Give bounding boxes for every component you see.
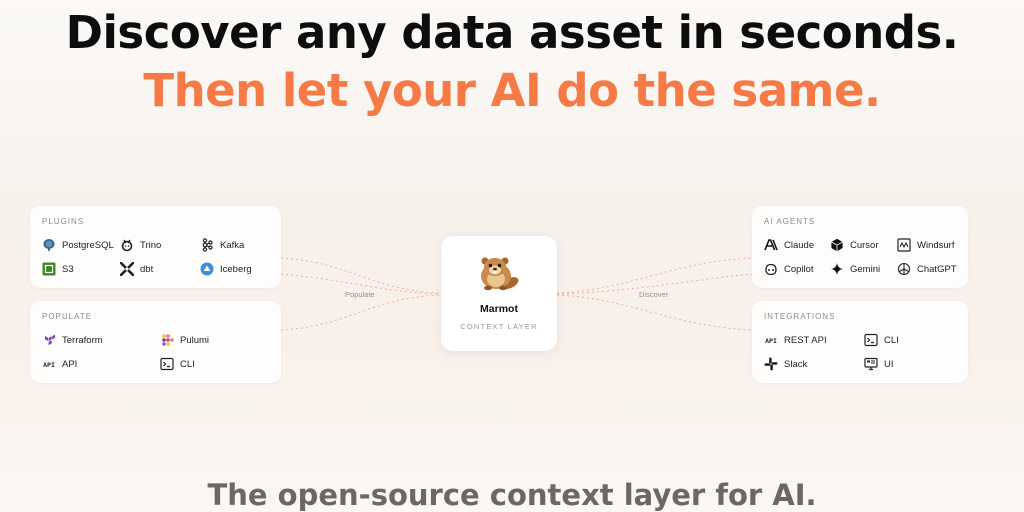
trino-icon [120,238,134,252]
terraform-icon [42,333,56,347]
populate-item-pulumi[interactable]: Pulumi [160,333,209,347]
slack-icon [764,357,778,371]
svg-text:API: API [43,361,55,369]
svg-text:API: API [765,337,777,345]
plugin-item-dbt[interactable]: dbt [120,262,153,276]
integration-item-slack[interactable]: Slack [764,357,807,371]
plugins-card: PLUGINS PostgreSQL Trino Kafka S3 dbt Ic… [30,206,281,288]
postgresql-icon [42,238,56,252]
api-icon: API [42,357,56,371]
plugin-item-trino[interactable]: Trino [120,238,161,252]
integration-label: Slack [784,358,808,370]
plugin-label: Iceberg [220,263,252,275]
populate-card-title: POPULATE [42,312,93,321]
marmot-logo-icon [476,252,522,292]
ai-agents-card-title: AI AGENTS [764,217,816,226]
ai-agents-card: AI AGENTS Claude Cursor Windsurf Copilot… [752,206,968,288]
populate-label: Terraform [62,334,103,346]
populate-label: CLI [180,358,195,370]
integration-item-ui[interactable]: UI [864,357,894,371]
integration-item-rest-api[interactable]: API REST API [764,333,827,347]
integration-label: CLI [884,334,899,346]
populate-item-cli[interactable]: CLI [160,357,195,371]
plugin-label: dbt [140,263,154,275]
chatgpt-icon [897,262,911,276]
agent-label: Windsurf [917,239,955,251]
headline-primary: Discover any data asset in seconds. [65,6,959,59]
plugin-item-s3[interactable]: S3 [42,262,74,276]
dbt-icon [120,262,134,276]
plugin-label: S3 [62,263,74,275]
integration-label: UI [884,358,894,370]
center-subtitle: CONTEXT LAYER [460,322,538,331]
agent-label: Cursor [850,239,879,251]
agent-item-windsurf[interactable]: Windsurf [897,238,954,252]
integration-item-cli[interactable]: CLI [864,333,899,347]
api-icon: API [764,333,778,347]
populate-item-api[interactable]: API API [42,357,77,371]
plugin-label: Kafka [220,239,245,251]
gemini-icon [830,262,844,276]
claude-icon [764,238,778,252]
agent-label: Gemini [850,263,881,275]
s3-icon [42,262,56,276]
agent-item-claude[interactable]: Claude [764,238,814,252]
agent-item-copilot[interactable]: Copilot [764,262,814,276]
terminal-icon [160,357,174,371]
plugin-item-kafka[interactable]: Kafka [200,238,244,252]
tagline: The open-source context layer for AI. [207,478,817,512]
marmot-context-card[interactable]: Marmot CONTEXT LAYER [441,236,557,351]
populate-label: Pulumi [180,334,210,346]
monitor-icon [864,357,878,371]
agent-item-gemini[interactable]: Gemini [830,262,880,276]
center-title: Marmot [480,303,518,315]
pulumi-icon [160,333,174,347]
terminal-icon [864,333,878,347]
populate-card: POPULATE Terraform Pulumi API API CLI [30,301,281,383]
agent-label: Claude [784,239,815,251]
iceberg-icon [200,262,214,276]
populate-label: API [62,358,78,370]
populate-item-terraform[interactable]: Terraform [42,333,103,347]
agent-item-cursor[interactable]: Cursor [830,238,879,252]
flow-label-populate: Populate [345,290,375,299]
integration-label: REST API [784,334,827,346]
windsurf-icon [897,238,911,252]
flow-label-discover: Discover [639,290,669,299]
integrations-card: INTEGRATIONS API REST API CLI Slack UI [752,301,968,383]
agent-label: Copilot [784,263,814,275]
integrations-card-title: INTEGRATIONS [764,312,836,321]
plugin-label: Trino [140,239,162,251]
plugin-item-postgresql[interactable]: PostgreSQL [42,238,114,252]
copilot-icon [764,262,778,276]
agent-label: ChatGPT [917,263,957,275]
plugins-card-title: PLUGINS [42,217,85,226]
plugin-item-iceberg[interactable]: Iceberg [200,262,252,276]
headline-secondary: Then let your AI do the same. [143,64,881,117]
cursor-icon [830,238,844,252]
kafka-icon [200,238,214,252]
plugin-label: PostgreSQL [62,239,114,251]
agent-item-chatgpt[interactable]: ChatGPT [897,262,957,276]
